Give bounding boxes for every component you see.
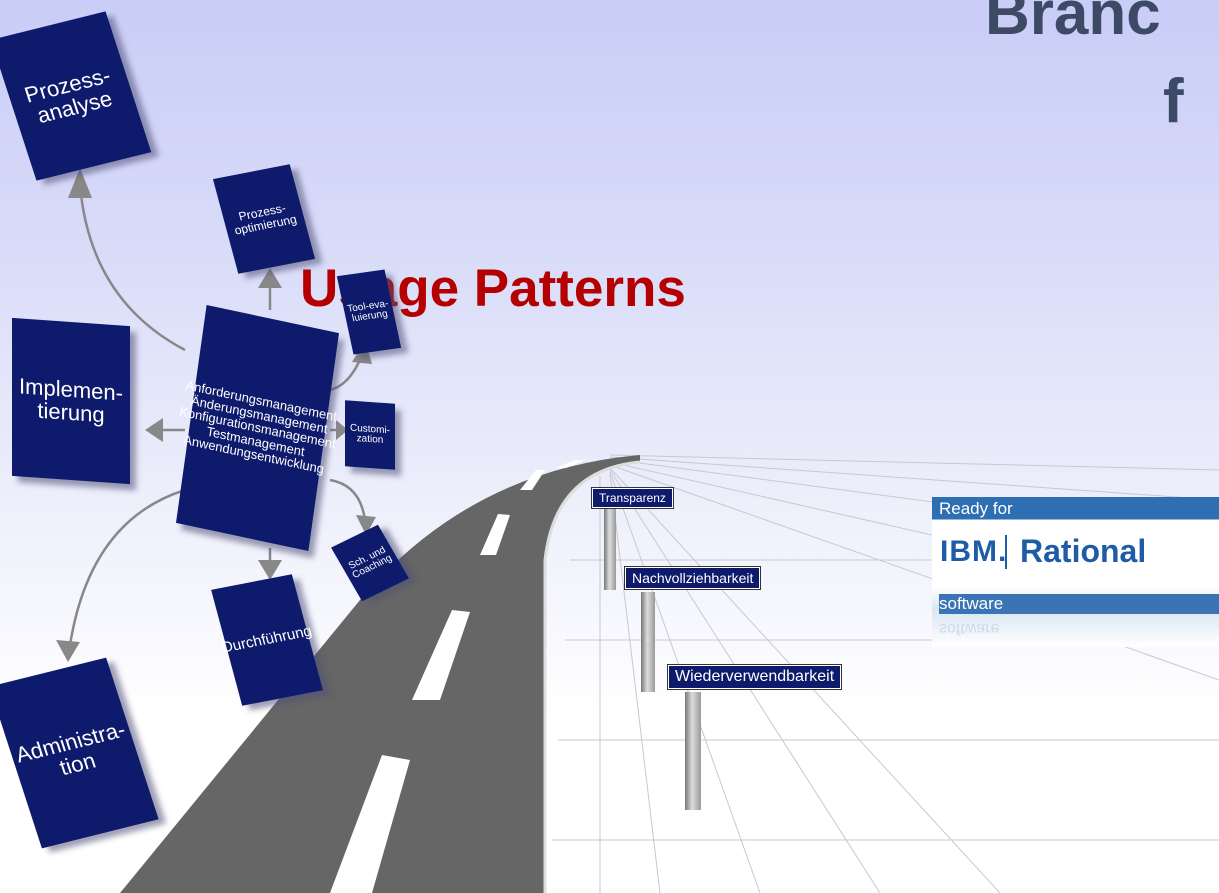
connector-arrows — [68, 184, 367, 646]
lane-markings — [330, 460, 585, 893]
sign-post-3 — [685, 692, 701, 810]
sign-nachvollziehbarkeit: Nachvollziehbarkeit — [623, 566, 762, 590]
page-title-line2: f — [1163, 67, 1184, 136]
box-customization: Customi-zation — [345, 400, 395, 470]
badge-software-reflection: software — [939, 620, 1000, 637]
sign-transparenz: Transparenz — [591, 487, 674, 509]
badge-divider — [1005, 535, 1007, 569]
sign-post-1 — [604, 508, 616, 590]
page-title: Branc — [985, 0, 1161, 48]
road — [120, 455, 640, 893]
badge-software-label: software — [939, 594, 1219, 614]
sign-wiederverwendbarkeit: Wiederverwendbarkeit — [666, 664, 843, 690]
sign-post-2 — [641, 592, 655, 692]
box-implementierung: Implemen-tierung — [12, 317, 130, 485]
ibm-logo: IBM. — [940, 535, 1008, 568]
badge-rational-label: Rational — [1020, 533, 1147, 569]
box-durchfuehrung-line1: Durchführung — [219, 622, 314, 657]
badge-ready-label: Ready for — [939, 499, 1013, 518]
ibm-rational-badge: Ready for IBM. Rational software softwar… — [932, 497, 1219, 647]
